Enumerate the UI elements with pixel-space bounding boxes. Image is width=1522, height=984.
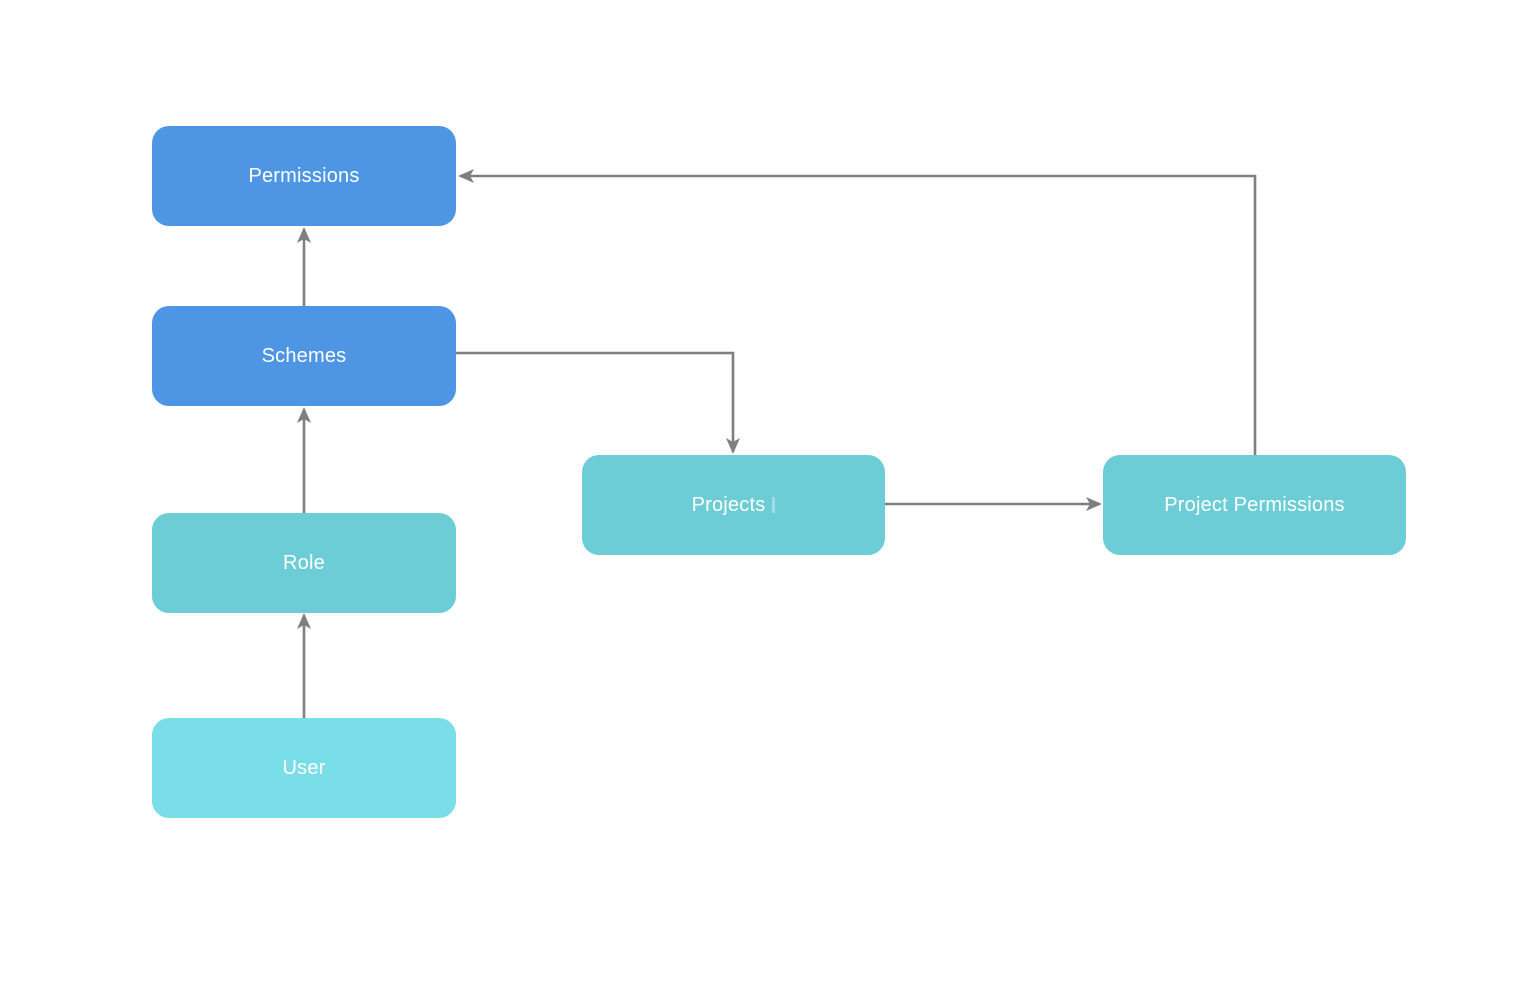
node-role-label: Role bbox=[283, 551, 325, 574]
node-schemes-label: Schemes bbox=[261, 344, 347, 367]
node-user[interactable]: User bbox=[152, 718, 456, 818]
node-schemes[interactable]: Schemes bbox=[152, 306, 456, 406]
node-role[interactable]: Role bbox=[152, 513, 456, 613]
text-cursor-artifact bbox=[772, 497, 776, 513]
node-permissions-label: Permissions bbox=[248, 164, 360, 187]
node-project-permissions-label: Project Permissions bbox=[1164, 493, 1345, 516]
node-projects[interactable]: Projects bbox=[582, 455, 885, 555]
node-user-label: User bbox=[282, 756, 326, 779]
node-projects-label: Projects bbox=[691, 493, 766, 516]
edge-projectpermissions-permissions bbox=[458, 169, 1257, 455]
node-permissions[interactable]: Permissions bbox=[152, 126, 456, 226]
node-project-permissions[interactable]: Project Permissions bbox=[1103, 455, 1406, 555]
edge-schemes-projects bbox=[456, 351, 740, 454]
